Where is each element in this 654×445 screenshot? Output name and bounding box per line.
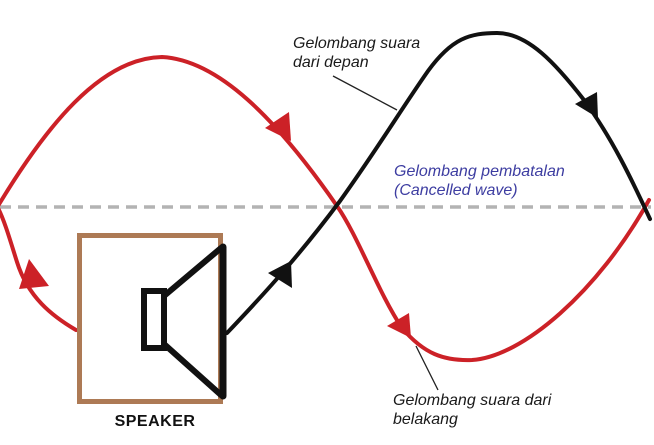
back-wave-label-line1: Gelombang suara dari bbox=[393, 392, 552, 409]
front-wave-label: Gelombang suara dari depan bbox=[293, 35, 420, 71]
speaker-horn-bottom-edge bbox=[161, 341, 224, 398]
front-wave-leader-line bbox=[332, 75, 398, 111]
cancelled-wave-label-line1: Gelombang pembatalan bbox=[394, 163, 565, 180]
back-wave-wrap-path bbox=[0, 207, 78, 332]
front-wave-arrow-descent bbox=[575, 92, 598, 118]
speaker-label: SPEAKER bbox=[115, 413, 196, 430]
front-wave-arrow-near-speaker bbox=[268, 261, 292, 288]
back-wave-leader-line bbox=[415, 345, 439, 391]
back-wave-arrow-crest bbox=[265, 112, 291, 141]
back-wave-label: Gelombang suara dari belakang bbox=[393, 392, 552, 428]
front-wave-label-line2: dari depan bbox=[293, 54, 369, 71]
back-wave-label-line2: belakang bbox=[393, 411, 458, 428]
speaker-cabinet bbox=[77, 233, 227, 404]
front-wave-label-line1: Gelombang suara bbox=[293, 35, 420, 52]
back-wave-arrow-wrap bbox=[19, 259, 49, 289]
speaker-driver bbox=[141, 288, 167, 351]
cancelled-wave-label: Gelombang pembatalan (Cancelled wave) bbox=[394, 163, 565, 199]
back-wave-arrow-trough bbox=[387, 313, 411, 338]
speaker-horn-top-edge bbox=[161, 245, 224, 299]
back-wave-path bbox=[0, 54, 651, 363]
cancelled-wave-label-line2: (Cancelled wave) bbox=[394, 182, 518, 199]
